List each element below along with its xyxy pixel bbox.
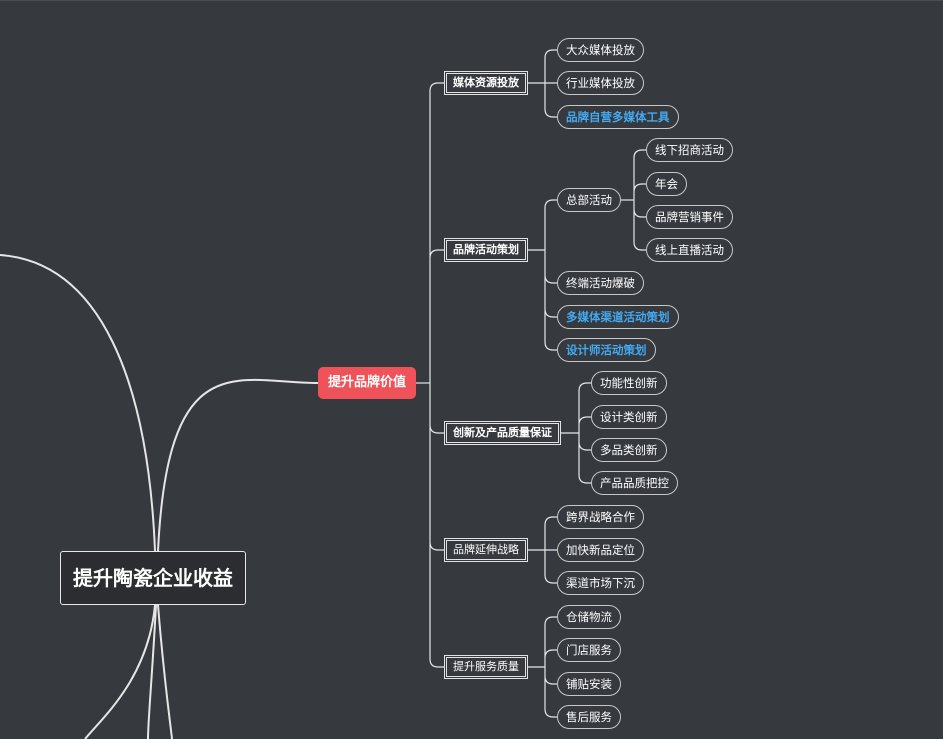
cat3-leaves-branches bbox=[544, 516, 557, 584]
leaf-hq-events[interactable]: 总部活动 bbox=[557, 188, 621, 212]
cat0-leaves-branches bbox=[544, 49, 557, 118]
root-lower-left-edge bbox=[84, 604, 156, 739]
leaf-design-innovation[interactable]: 设计类创新 bbox=[591, 405, 667, 429]
category-service-quality[interactable]: 提升服务质量 bbox=[444, 655, 528, 679]
leaf-mass-media[interactable]: 大众媒体投放 bbox=[557, 38, 644, 62]
root-node[interactable]: 提升陶瓷企业收益 bbox=[60, 551, 246, 605]
leaf-tiling-installation[interactable]: 铺贴安装 bbox=[557, 672, 621, 696]
leaf-functional-innovation[interactable]: 功能性创新 bbox=[591, 371, 667, 395]
category-brand-extension[interactable]: 品牌延伸战略 bbox=[444, 538, 528, 562]
category-media-placement[interactable]: 媒体资源投放 bbox=[444, 71, 528, 95]
leaf-multimedia-channel-events[interactable]: 多媒体渠道活动策划 bbox=[557, 305, 679, 329]
cat2-leaves-branches bbox=[578, 382, 591, 484]
root-to-main-edge bbox=[157, 378, 319, 552]
leaf-store-service[interactable]: 门店服务 bbox=[557, 638, 621, 662]
category-innovation-quality[interactable]: 创新及产品质量保证 bbox=[444, 421, 561, 445]
leaf-offline-recruitment[interactable]: 线下招商活动 bbox=[646, 138, 733, 162]
leaf-industry-media[interactable]: 行业媒体投放 bbox=[557, 71, 644, 95]
window-top-border bbox=[0, 0, 943, 1]
leaf-terminal-events[interactable]: 终端活动爆破 bbox=[557, 271, 644, 295]
leaf-cross-border-cooperation[interactable]: 跨界战略合作 bbox=[557, 505, 644, 529]
main-to-categories-branches bbox=[429, 82, 444, 668]
hq-subleaves-branches bbox=[633, 149, 646, 251]
leaf-designer-events[interactable]: 设计师活动策划 bbox=[557, 338, 656, 362]
root-lower-mid-edge bbox=[147, 604, 157, 739]
leaf-online-livestream[interactable]: 线上直播活动 bbox=[646, 238, 733, 262]
leaf-multi-category-innovation[interactable]: 多品类创新 bbox=[591, 438, 667, 462]
leaf-new-product-positioning[interactable]: 加快新品定位 bbox=[557, 538, 644, 562]
main-topic-node[interactable]: 提升品牌价值 bbox=[318, 367, 417, 399]
leaf-brand-marketing-event[interactable]: 品牌营销事件 bbox=[646, 205, 733, 229]
root-upper-branch-edge bbox=[0, 254, 156, 552]
root-lower-right-edge bbox=[157, 604, 173, 739]
category-brand-events[interactable]: 品牌活动策划 bbox=[444, 238, 528, 262]
leaf-warehouse-logistics[interactable]: 仓储物流 bbox=[557, 605, 621, 629]
leaf-annual-meeting[interactable]: 年会 bbox=[646, 172, 687, 196]
cat1-leaves-branches bbox=[544, 199, 557, 351]
leaf-own-media-tools[interactable]: 品牌自营多媒体工具 bbox=[557, 105, 679, 129]
leaf-after-sales[interactable]: 售后服务 bbox=[557, 705, 621, 729]
cat4-leaves-branches bbox=[544, 616, 557, 718]
leaf-product-quality-control[interactable]: 产品品质把控 bbox=[591, 471, 678, 495]
leaf-channel-sinking[interactable]: 渠道市场下沉 bbox=[557, 571, 644, 595]
